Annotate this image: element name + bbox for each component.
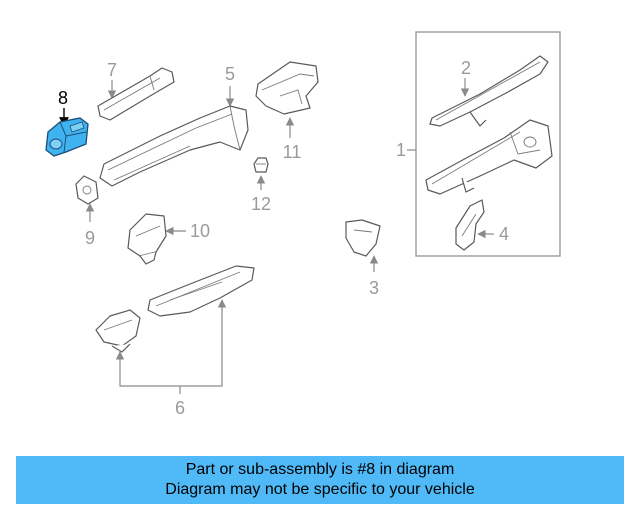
banner-line-disclaimer: Diagram may not be specific to your vehi… — [165, 481, 475, 498]
callout-5: 5 — [225, 64, 235, 84]
part-2[interactable]: 2 — [429, 55, 549, 127]
part-5-shape — [99, 105, 249, 187]
part-11-shape — [255, 61, 319, 115]
callout-3: 3 — [369, 278, 379, 298]
part-3-shape — [345, 219, 381, 257]
part-6[interactable]: 6 — [95, 265, 255, 418]
assembly-frame — [415, 31, 561, 257]
part-9-shape — [75, 175, 99, 205]
part-12-shape — [253, 157, 269, 173]
part-8-shape — [45, 117, 89, 157]
part-4[interactable]: 4 — [455, 199, 509, 251]
callout-11: 11 — [283, 142, 302, 162]
callout-7: 7 — [107, 60, 117, 80]
callout-1: 1 — [396, 140, 406, 160]
info-banner: Part or sub-assembly is #8 in diagram Di… — [16, 456, 624, 504]
callout-12: 12 — [251, 194, 271, 214]
part-10[interactable]: 10 — [127, 213, 210, 265]
part-7[interactable]: 7 — [97, 60, 175, 121]
part-6-shape-a — [95, 309, 141, 353]
callout-6: 6 — [175, 398, 185, 418]
callout-9: 9 — [85, 228, 95, 248]
banner-line-part: Part or sub-assembly is #8 in diagram — [185, 461, 455, 478]
callout-8: 8 — [58, 88, 68, 108]
part-7-shape — [97, 67, 175, 121]
part-6-shape-b — [147, 265, 255, 317]
part-5[interactable]: 5 — [99, 64, 249, 187]
callout-10: 10 — [190, 221, 210, 241]
leader-6-bracket — [119, 300, 223, 387]
callout-4: 4 — [499, 224, 509, 244]
part-11[interactable]: 11 — [255, 61, 319, 162]
part-9[interactable]: 9 — [75, 175, 99, 248]
callout-2: 2 — [461, 58, 471, 78]
part-4-shape — [455, 199, 485, 251]
part-10-shape — [127, 213, 167, 265]
part-12[interactable]: 12 — [251, 157, 271, 214]
part-1-assembly-shape — [425, 119, 553, 195]
part-2-shape — [429, 55, 549, 127]
part-8-highlighted[interactable]: 8 — [45, 88, 89, 157]
part-3[interactable]: 3 — [345, 219, 381, 298]
